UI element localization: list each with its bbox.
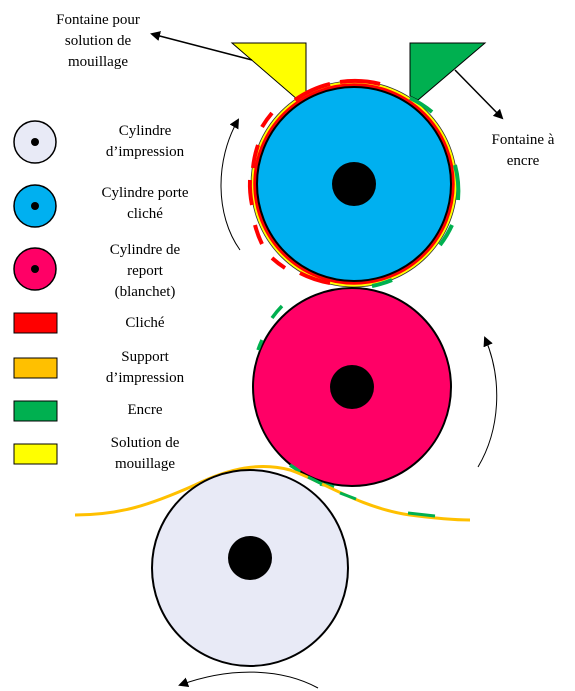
fountain-solution-line-2: solution de	[28, 31, 168, 52]
legend-plate-cylinder-hub	[31, 202, 39, 210]
ink-fountain	[410, 43, 485, 100]
ink-fountain-label: Fontaine à encre	[478, 130, 568, 172]
legend-plate-label: Cliché	[70, 313, 220, 334]
plate-rotation-arrow	[221, 120, 240, 250]
ink-fountain-line-2: encre	[478, 151, 568, 172]
legend-ink-label: Encre	[70, 400, 220, 421]
legend-label-line: Cliché	[70, 313, 220, 334]
impression-rotation-arrow	[180, 672, 318, 688]
legend-ink-swatch	[14, 401, 57, 421]
legend-blanket-cylinder-label: Cylindre de report (blanchet)	[70, 240, 220, 303]
legend-plate-swatch	[14, 313, 57, 333]
legend-label-line: Encre	[70, 400, 220, 421]
legend-label-line: Cylindre de	[70, 240, 220, 261]
legend-label-line: report	[70, 261, 220, 282]
legend-impression-cylinder-hub	[31, 138, 39, 146]
legend-substrate-swatch	[14, 358, 57, 378]
legend-label-line: Support	[70, 347, 220, 368]
legend-impression-cylinder-label: Cylindre d’impression	[70, 121, 220, 163]
plate-cylinder-hub	[332, 162, 376, 206]
fountain-solution-label: Fontaine pour solution de mouillage	[28, 10, 168, 73]
blanket-cylinder-hub	[330, 365, 374, 409]
ink-fountain-line-1: Fontaine à	[478, 130, 568, 151]
fountain-solution-line-1: Fontaine pour	[28, 10, 168, 31]
legend-label-line: (blanchet)	[70, 282, 220, 303]
legend-label-line: Solution de	[70, 433, 220, 454]
legend-label-line: d’impression	[70, 368, 220, 389]
impression-cylinder-hub	[228, 536, 272, 580]
plate-cylinder-group	[250, 81, 458, 287]
blanket-cylinder-group	[253, 288, 451, 487]
dampening-fountain	[232, 43, 306, 100]
ink-fountain-arrow	[455, 70, 502, 118]
legend-substrate-label: Support d’impression	[70, 347, 220, 389]
impression-cylinder-group	[152, 470, 348, 666]
blanket-rotation-arrow	[478, 338, 497, 467]
legend-blanket-cylinder-hub	[31, 265, 39, 273]
legend-symbols	[14, 121, 57, 464]
legend-dampening-swatch	[14, 444, 57, 464]
legend-label-line: mouillage	[70, 454, 220, 475]
legend-label-line: cliché	[70, 204, 220, 225]
fountain-solution-line-3: mouillage	[28, 52, 168, 73]
legend-label-line: d’impression	[70, 142, 220, 163]
legend-label-line: Cylindre	[70, 121, 220, 142]
legend-plate-cylinder-label: Cylindre porte cliché	[70, 183, 220, 225]
legend-dampening-label: Solution de mouillage	[70, 433, 220, 475]
legend-label-line: Cylindre porte	[70, 183, 220, 204]
